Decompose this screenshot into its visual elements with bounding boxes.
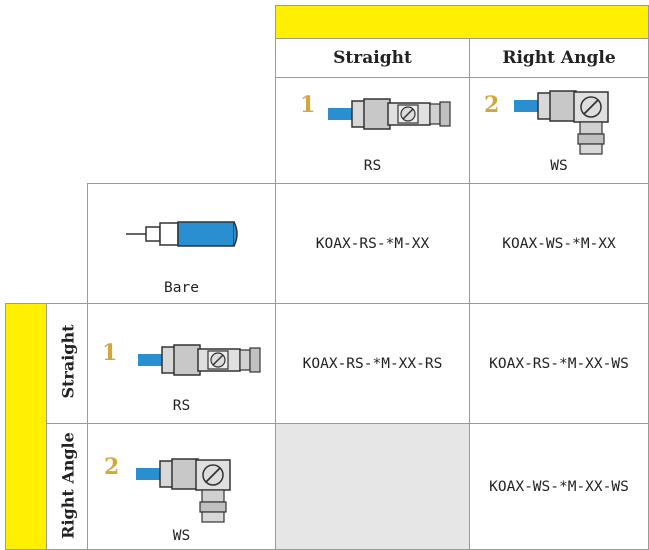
cell-straight-right-angle-text: KOAX-RS-*M-XX-WS	[489, 355, 629, 372]
row-straight-number: 1	[102, 340, 118, 366]
right-angle-connector-icon	[514, 90, 609, 155]
cell-bare-straight: KOAX-RS-*M-XX	[275, 183, 470, 304]
straight-connector-icon	[328, 98, 451, 130]
straight-connector-icon	[138, 344, 261, 376]
bare-cable-icon	[126, 221, 238, 247]
column-right-angle-number: 2	[484, 92, 500, 118]
cell-right-angle-right-angle-text: KOAX-WS-*M-XX-WS	[489, 478, 629, 495]
right-angle-connector-icon	[136, 458, 231, 523]
cell-right-angle-straight	[275, 423, 470, 550]
row-header-straight-label: Straight	[58, 324, 78, 399]
cell-bare-straight-text: KOAX-RS-*M-XX	[315, 235, 430, 252]
column-straight-code: RS	[363, 158, 382, 174]
column-header-right-angle-label: Right Angle	[502, 48, 616, 68]
row-right-angle-number: 2	[104, 454, 120, 480]
cell-straight-right-angle: KOAX-RS-*M-XX-WS	[469, 303, 649, 424]
cell-right-angle-right-angle: KOAX-WS-*M-XX-WS	[469, 423, 649, 550]
column-straight-number: 1	[300, 92, 316, 118]
bare-cable-cell: Bare	[87, 183, 276, 304]
cell-straight-straight-text: KOAX-RS-*M-XX-RS	[302, 355, 443, 372]
row-header-right-angle-label: Right Angle	[58, 432, 78, 539]
row-straight-code: RS	[172, 398, 191, 414]
column-connector-right-angle: 2 WS	[469, 77, 649, 184]
bare-label: Bare	[164, 280, 199, 296]
column-group-header-bar	[275, 5, 649, 39]
cell-bare-right-angle: KOAX-WS-*M-XX	[469, 183, 649, 304]
row-header-right-angle: Right Angle	[46, 423, 88, 550]
cell-bare-right-angle-text: KOAX-WS-*M-XX	[502, 235, 616, 252]
cell-straight-straight: KOAX-RS-*M-XX-RS	[275, 303, 470, 424]
row-connector-straight: 1 RS	[87, 303, 276, 424]
column-connector-straight: 1 RS	[275, 77, 470, 184]
row-connector-right-angle: 2 WS	[87, 423, 276, 550]
column-header-straight: Straight	[275, 38, 470, 78]
row-right-angle-code: WS	[172, 528, 191, 544]
column-right-angle-code: WS	[550, 158, 568, 174]
column-header-straight-label: Straight	[333, 48, 412, 68]
row-header-straight: Straight	[46, 303, 88, 424]
row-group-header-bar	[5, 303, 47, 550]
column-header-right-angle: Right Angle	[469, 38, 649, 78]
